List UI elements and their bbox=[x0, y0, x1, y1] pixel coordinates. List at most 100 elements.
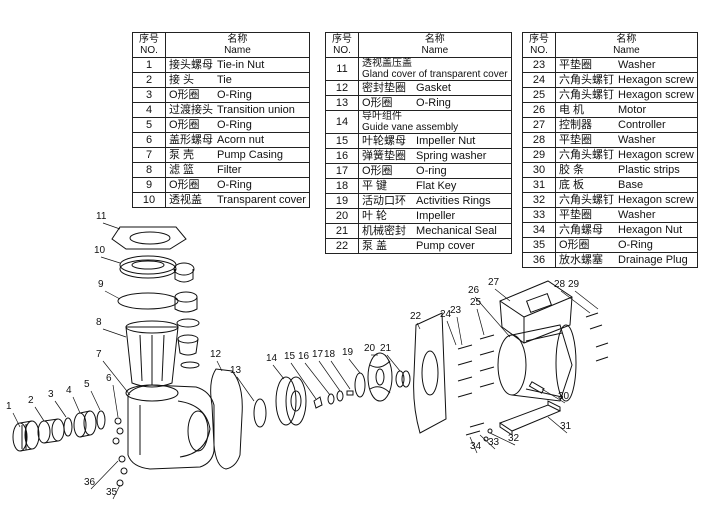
callout-leader-21 bbox=[386, 354, 401, 372]
callout-leader-1 bbox=[12, 412, 21, 428]
row-name-cn: 胶 条 bbox=[555, 162, 615, 178]
callout-label-19: 19 bbox=[342, 347, 354, 358]
callout-leader-31 bbox=[547, 416, 568, 434]
callout-label-12: 12 bbox=[210, 349, 222, 360]
callout-leader-8 bbox=[102, 328, 127, 338]
callout-label-13: 13 bbox=[230, 365, 242, 376]
callout-leader-3 bbox=[54, 400, 67, 418]
callout-label-33: 33 bbox=[488, 437, 500, 448]
callout-leader-7 bbox=[102, 360, 131, 396]
callout-label-10: 10 bbox=[94, 245, 106, 256]
callout-label-9: 9 bbox=[98, 279, 104, 290]
row-no: 30 bbox=[522, 162, 556, 178]
callout-label-31: 31 bbox=[560, 421, 572, 432]
callout-label-27: 27 bbox=[488, 277, 500, 288]
callout-leader-12 bbox=[216, 360, 223, 372]
row-name-en: Transparent cover bbox=[214, 192, 310, 208]
callout-leader-36 bbox=[90, 460, 119, 490]
callout-leader-10 bbox=[100, 256, 121, 264]
row-name-en: Flat Key bbox=[413, 178, 512, 194]
row-no: 13 bbox=[325, 95, 359, 111]
part-screws-left bbox=[457, 334, 495, 398]
part-guide-vane bbox=[275, 376, 307, 426]
part-gasket bbox=[173, 262, 195, 276]
row-name-cn: 泵 壳 bbox=[165, 147, 214, 163]
header-no: 序号 NO. bbox=[325, 32, 359, 58]
callout-leader-6 bbox=[112, 384, 119, 418]
row-no: 10 bbox=[132, 192, 166, 208]
row-no: 22 bbox=[325, 238, 359, 254]
part-o-ring-middle bbox=[176, 318, 200, 328]
row-name-cn: 接 头 bbox=[165, 72, 214, 88]
row-name-en: O-Ring bbox=[413, 95, 512, 111]
callout-label-30: 30 bbox=[558, 391, 570, 402]
row-name-en: O-Ring bbox=[214, 177, 310, 193]
callout-leader-17 bbox=[318, 360, 341, 392]
callout-label-5: 5 bbox=[84, 379, 90, 390]
row-name-en: Hexagon screw bbox=[615, 72, 698, 88]
part-pump-cover bbox=[413, 312, 447, 434]
part-spring-washer bbox=[327, 393, 335, 405]
callout-label-16: 16 bbox=[298, 351, 310, 362]
row-name-en: Washer bbox=[615, 57, 698, 73]
part-flat-key bbox=[346, 390, 354, 396]
row-name-cn: O形圈 bbox=[165, 87, 214, 103]
header-name: 名称 Name bbox=[358, 32, 512, 58]
row-no: 5 bbox=[132, 117, 166, 133]
callout-label-22: 22 bbox=[410, 311, 422, 322]
callout-label-20: 20 bbox=[364, 343, 376, 354]
row-no: 17 bbox=[325, 163, 359, 179]
row-name-en: Pump Casing bbox=[214, 147, 310, 163]
callout-leader-15 bbox=[290, 362, 317, 400]
row-no: 31 bbox=[522, 177, 556, 193]
row-name-en: Impeller Nut bbox=[413, 133, 512, 149]
row-name-en: Hexagon screw bbox=[615, 87, 698, 103]
row-name-en: Acorn nut bbox=[214, 132, 310, 148]
header-name: 名称 Name bbox=[165, 32, 310, 58]
callout-leader-32 bbox=[489, 432, 516, 446]
row-no: 23 bbox=[522, 57, 556, 73]
row-name-cn: 控制器 bbox=[555, 117, 615, 133]
row-name-cn: 密封垫圈 bbox=[358, 80, 414, 96]
part-tie-middle bbox=[174, 291, 198, 313]
part-o-ring-5-middle bbox=[180, 361, 200, 369]
callout-label-6: 6 bbox=[106, 373, 112, 384]
row-name-cn: 弹簧垫圈 bbox=[358, 148, 414, 164]
callout-label-8: 8 bbox=[96, 317, 102, 328]
header-name: 名称 Name bbox=[555, 32, 698, 58]
callout-label-7: 7 bbox=[96, 349, 102, 360]
row-name-cn: 接头螺母 bbox=[165, 57, 214, 73]
row-no: 12 bbox=[325, 80, 359, 96]
row-name-en: Controller bbox=[615, 117, 698, 133]
callout-leader-35 bbox=[112, 484, 121, 500]
part-activities-ring bbox=[354, 372, 366, 398]
row-no: 18 bbox=[325, 178, 359, 194]
callout-label-28: 28 bbox=[554, 279, 566, 290]
row-name-cn: 底 板 bbox=[555, 177, 615, 193]
callout-label-25: 25 bbox=[470, 297, 482, 308]
row-name-cn: O形圈 bbox=[358, 163, 414, 179]
row-name-cn: 叶轮螺母 bbox=[358, 133, 414, 149]
part-base bbox=[498, 400, 562, 436]
part-o-ring-9 bbox=[117, 292, 179, 310]
callout-label-29: 29 bbox=[568, 279, 580, 290]
row-name-cn: 六角头螺钉 bbox=[555, 87, 615, 103]
